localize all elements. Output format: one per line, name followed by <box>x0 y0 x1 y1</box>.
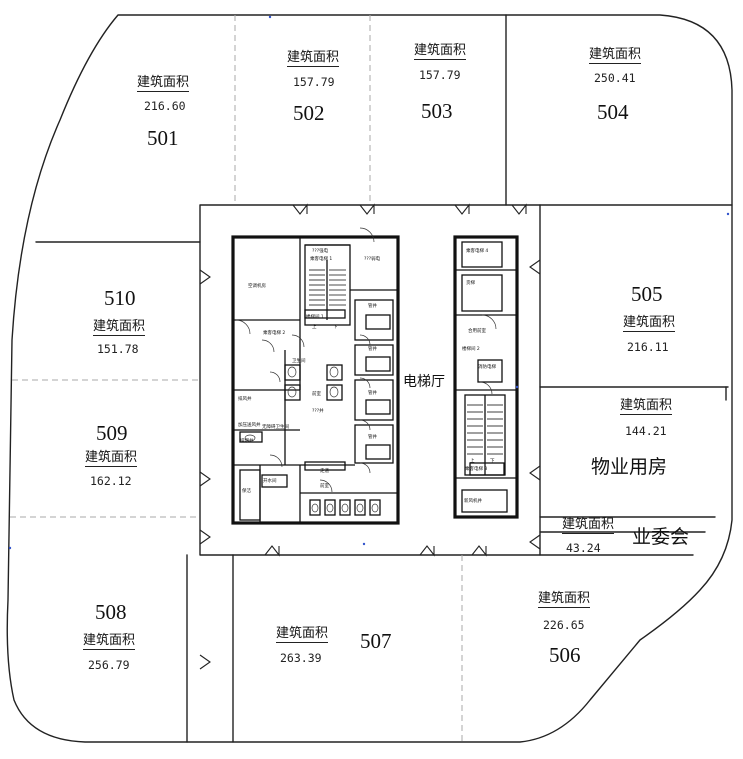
unit-502-area: 157.79 <box>293 75 335 89</box>
core-label: 乘客电梯 3 <box>465 467 488 472</box>
core-label: 下 <box>490 459 495 464</box>
core-label: 前室 <box>312 392 321 397</box>
unit-503-area-label: 建筑面积 <box>414 43 467 60</box>
core-label: 空调机房 <box>248 284 266 289</box>
core-label: 排风井 <box>238 397 252 402</box>
unit-501-area-label: 建筑面积 <box>137 75 190 92</box>
unit-508-area-label: 建筑面积 <box>83 633 136 650</box>
unit-509-area: 162.12 <box>90 474 132 488</box>
core-label: 楼梯间 1 <box>306 315 324 320</box>
core-label: 管井 <box>368 347 377 352</box>
property-room-area: 144.21 <box>625 424 667 438</box>
unit-506-area: 226.65 <box>543 618 585 632</box>
core-label: ???弱电 <box>364 257 381 262</box>
core-label: 加压送风井 <box>238 423 261 428</box>
core-label: 卫生间 <box>292 359 306 364</box>
unit-503-area: 157.79 <box>419 68 461 82</box>
core-label: 楼梯间 2 <box>462 347 480 352</box>
core-label: 上 <box>312 325 317 330</box>
unit-503-number: 503 <box>421 99 453 123</box>
unit-509-area-label: 建筑面积 <box>85 450 138 467</box>
unit-505-number: 505 <box>631 282 663 306</box>
elevator-hall-label: 电梯厅 <box>403 374 445 390</box>
unit-510-area-label: 建筑面积 <box>93 319 146 336</box>
core-label: 管井 <box>368 435 377 440</box>
property-room-name: 物业用房 <box>591 456 668 478</box>
unit-510-area: 151.78 <box>97 342 139 356</box>
unit-506-area-label: 建筑面积 <box>538 591 591 608</box>
unit-509-number: 509 <box>96 421 128 445</box>
core-label: 新风机井 <box>464 499 482 504</box>
unit-504-area: 250.41 <box>594 71 636 85</box>
core-label: 乘客电梯 4 <box>466 249 489 254</box>
core-label: 走道 <box>320 469 329 474</box>
unit-508-area: 256.79 <box>88 658 130 672</box>
committee-room-area-label: 建筑面积 <box>562 517 615 534</box>
unit-504-number: 504 <box>597 100 629 124</box>
unit-501-area: 216.60 <box>144 99 186 113</box>
unit-507-area-label: 建筑面积 <box>276 626 329 643</box>
core-label: ???井 <box>312 409 324 414</box>
core-label: 下 <box>333 325 338 330</box>
unit-510-number: 510 <box>104 286 136 310</box>
unit-504-area-label: 建筑面积 <box>589 47 642 64</box>
core-label: 开水间 <box>263 479 277 484</box>
core-label: 消防电梯 <box>478 365 496 370</box>
unit-501-number: 501 <box>147 126 179 150</box>
core-label: 货梯 <box>466 281 475 286</box>
core-label: ???强电 <box>312 249 329 254</box>
core-label: 乘客电梯 2 <box>263 331 286 336</box>
core-label: 保洁 <box>242 489 251 494</box>
unit-508-number: 508 <box>95 600 127 624</box>
committee-room-name: 业委会 <box>632 526 690 548</box>
core-label: 上 <box>470 459 475 464</box>
unit-507-area: 263.39 <box>280 651 322 665</box>
core-label: 无障碍卫生间 <box>262 425 289 430</box>
unit-505-area-label: 建筑面积 <box>623 315 676 332</box>
core-label: 合用前室 <box>468 329 486 334</box>
unit-505-area: 216.11 <box>627 340 669 354</box>
core-label: 乘客电梯 1 <box>310 257 333 262</box>
building-outline <box>6 14 733 743</box>
committee-room-area: 43.24 <box>566 541 601 555</box>
unit-507-number: 507 <box>360 629 392 653</box>
core-label: 前室 <box>320 484 329 489</box>
core-label: 管井 <box>368 304 377 309</box>
core-label: 排烟井 <box>240 439 254 444</box>
unit-506-number-text: 506 <box>549 643 581 667</box>
core-area <box>199 204 541 556</box>
unit-502-number: 502 <box>293 101 325 125</box>
core-label: 管井 <box>368 391 377 396</box>
property-room-area-label: 建筑面积 <box>620 398 673 415</box>
unit-502-area-label: 建筑面积 <box>287 50 340 67</box>
